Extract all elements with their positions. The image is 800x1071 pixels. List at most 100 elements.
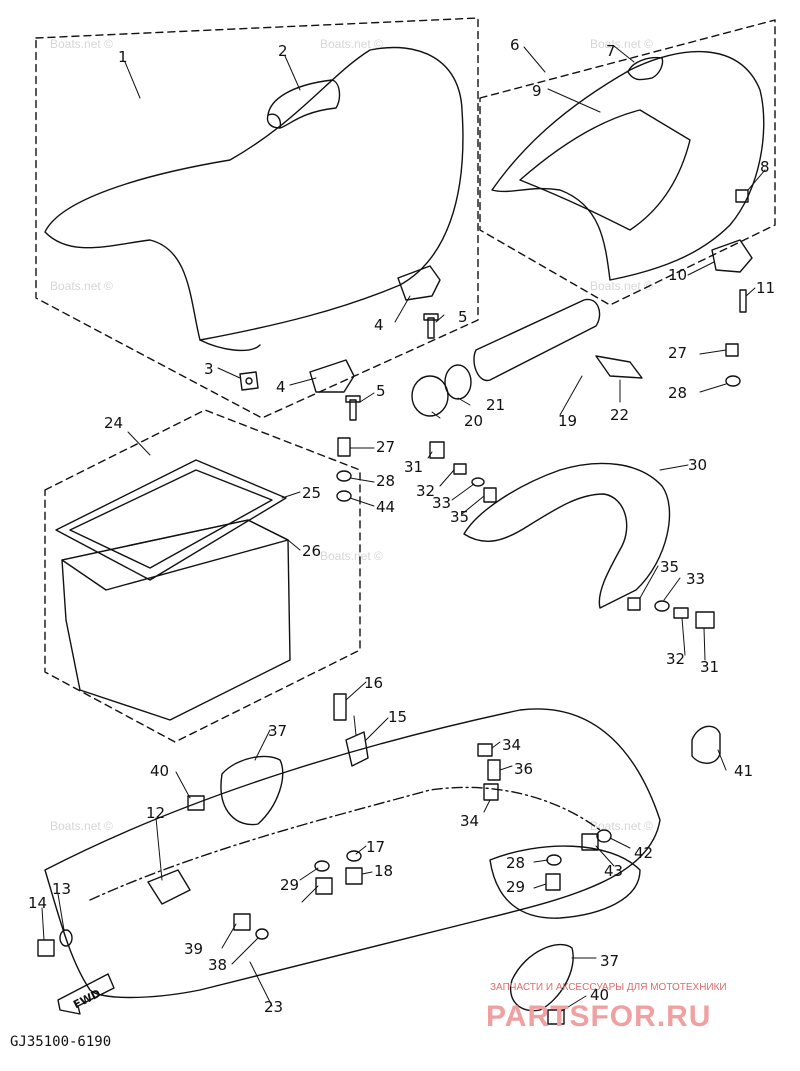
part-label: 17: [366, 838, 385, 856]
part-label: 19: [558, 412, 577, 430]
storage-box-26-top: [61, 519, 289, 591]
part-label: 11: [756, 279, 775, 297]
part-label: 14: [28, 894, 47, 912]
box-gasket-25-inner: [69, 469, 273, 569]
part-label: 6: [510, 36, 520, 54]
part-label: 40: [150, 762, 169, 780]
bolt-5-lower: [345, 395, 361, 421]
part-label: 38: [208, 956, 227, 974]
bolt-34-lower: [483, 783, 499, 801]
bolt-11: [739, 289, 747, 313]
part-label: 33: [432, 494, 451, 512]
leader-lines: [41, 45, 766, 1013]
part-label: 20: [464, 412, 483, 430]
washer-28-right: [725, 375, 741, 387]
part-label: 30: [688, 456, 707, 474]
washer-38: [255, 928, 269, 940]
bolt-35-lower: [627, 597, 641, 611]
washer-28-mid: [314, 860, 330, 872]
nut-31-lower: [695, 611, 715, 629]
watermark-text: Boats.net ©: [50, 819, 113, 833]
part-label: 31: [700, 658, 719, 676]
part-label: 42: [634, 844, 653, 862]
nut-40-upper: [187, 795, 205, 811]
hook-3-hole: [245, 377, 253, 385]
part-label: 27: [668, 344, 687, 362]
stud-14: [37, 939, 55, 957]
part-label: 15: [388, 708, 407, 726]
damper-27-right: [725, 343, 739, 357]
washer-13: [59, 929, 73, 947]
nut-18: [345, 867, 363, 885]
part-label: 32: [666, 650, 685, 668]
box-24-dashed-outline: [44, 409, 361, 743]
nut-40-lower: [547, 1009, 565, 1025]
part-label: 21: [486, 396, 505, 414]
seat-bracket-4-upper: [397, 265, 441, 301]
part-label: 5: [458, 308, 468, 326]
part-label: 4: [276, 378, 286, 396]
part-label: 7: [606, 42, 616, 60]
part-label: 37: [268, 722, 287, 740]
damper-27-left: [337, 437, 351, 457]
clip-22: [595, 355, 643, 379]
deck-inner-line: [89, 786, 601, 901]
hook-3: [239, 371, 259, 391]
part-label: 1: [118, 48, 128, 66]
part-label: 37: [600, 952, 619, 970]
part-label: 10: [668, 266, 687, 284]
storage-box-26: [61, 519, 291, 721]
box-gasket-25: [55, 459, 287, 581]
grab-strap-7: [627, 56, 664, 81]
nut-31-upper: [429, 441, 445, 459]
brand-tagline: ЗАПЧАСТИ И АКСЕССУАРЫ ДЛЯ МОТОТЕХНИКИ: [490, 982, 727, 993]
part-label: 25: [302, 484, 321, 502]
part-label: 13: [52, 880, 71, 898]
rear-seat-6: [491, 50, 765, 281]
bolt-5-upper: [423, 313, 439, 339]
part-label: 9: [532, 82, 542, 100]
part-label: 5: [376, 382, 386, 400]
hatch-flange-37-lower: [509, 943, 574, 1012]
rear-hull-section: [489, 845, 641, 919]
part-label: 28: [376, 472, 395, 490]
grab-handle-30: [463, 462, 671, 609]
part-label: 3: [204, 360, 214, 378]
bracket-12: [147, 869, 191, 905]
watermark-text: Boats.net ©: [590, 37, 653, 51]
part-label: 29: [506, 878, 525, 896]
part-label: 28: [506, 854, 525, 872]
part-label: 34: [502, 736, 521, 754]
part-label: 35: [660, 558, 679, 576]
nut-8: [735, 189, 749, 203]
part-label: 33: [686, 570, 705, 588]
brand-name: PARTSFOR.RU: [486, 1000, 711, 1033]
bracket-15: [345, 731, 369, 767]
storage-tube-19: [473, 298, 601, 382]
watermark-text: Boats.net ©: [320, 37, 383, 51]
seat-bracket-4-lower: [309, 359, 355, 393]
grab-strap-2-end: [267, 113, 282, 129]
bolt-32-lower: [673, 607, 689, 619]
nut-29-low: [545, 873, 561, 891]
bracket-10: [711, 239, 753, 273]
part-label: 40: [590, 986, 609, 1004]
bolt-32-upper: [453, 463, 467, 475]
part-label: 23: [264, 998, 283, 1016]
nut-39: [233, 913, 251, 931]
part-label: 39: [184, 940, 203, 958]
watermark-text: Boats.net ©: [590, 279, 653, 293]
watermark-text: Boats.net ©: [320, 549, 383, 563]
part-label: 24: [104, 414, 123, 432]
grab-strap-2: [266, 79, 341, 129]
diagram-code: GJ35100-6190: [10, 1034, 111, 1050]
bolt-36: [487, 759, 501, 781]
u-bolt-41: [691, 725, 721, 764]
part-label: 16: [364, 674, 383, 692]
part-label: 26: [302, 542, 321, 560]
part-label: 43: [604, 862, 623, 880]
part-label: 34: [460, 812, 479, 830]
part-labels: 1 2 3 4 5 4 5 6 7 8 9 10 11 12 13 14 15 …: [28, 36, 775, 1016]
fwd-arrow-icon: [57, 973, 115, 1015]
watermark-text: Boats.net ©: [50, 37, 113, 51]
